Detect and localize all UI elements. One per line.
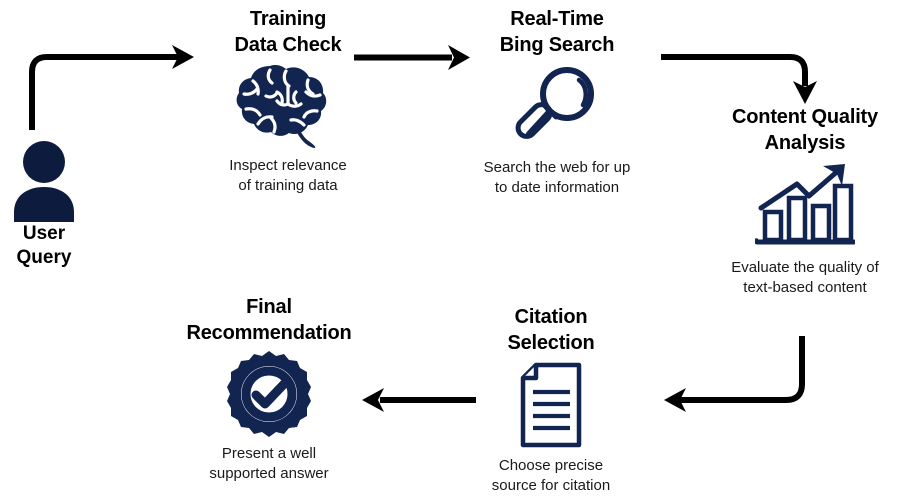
elbow-arrow-right-down-icon <box>661 54 817 104</box>
citation-selection-caption: Choose precise source for citation <box>491 457 611 494</box>
real-time-bing-search-caption: Search the web for up to date informatio… <box>483 159 631 196</box>
connector-citation-to-final <box>358 382 483 423</box>
node-citation-selection[interactable]: Citation Selection Choose precise source… <box>458 304 644 496</box>
node-user-query[interactable]: User Query <box>0 140 88 270</box>
training-data-check-caption: Inspect relevance of training data <box>229 157 347 194</box>
node-content-quality-analysis[interactable]: Content Quality Analysis Evaluate the qu… <box>710 104 900 298</box>
user-icon <box>14 141 74 222</box>
final-recommendation-title: Final Recommendation <box>186 296 352 344</box>
document-icon <box>520 362 582 448</box>
magnifier-icon <box>515 67 594 139</box>
final-recommendation-caption: Present a well supported answer <box>209 445 329 482</box>
straight-arrow-left-icon <box>362 388 476 412</box>
elbow-arrow-down-left-icon <box>664 336 805 412</box>
content-quality-analysis-caption: Evaluate the quality of text-based conte… <box>731 259 879 296</box>
brain-icon <box>236 65 327 148</box>
user-query-label: User Query <box>16 223 72 268</box>
connector-user-to-training <box>18 26 208 141</box>
straight-arrow-right-icon <box>354 45 470 70</box>
connector-search-to-quality <box>655 38 830 118</box>
training-data-check-title: Training Data Check <box>234 8 342 56</box>
verified-badge-icon <box>227 351 311 437</box>
content-quality-analysis-title: Content Quality Analysis <box>732 106 878 154</box>
citation-selection-title: Citation Selection <box>507 306 595 354</box>
node-training-data-check[interactable]: Training Data Check <box>190 6 386 196</box>
node-final-recommendation[interactable]: Final Recommendation Present a well supp… <box>155 294 383 484</box>
real-time-bing-search-title: Real-Time Bing Search <box>499 8 615 56</box>
bar-chart-growth-icon <box>755 164 855 245</box>
elbow-arrow-up-right-icon <box>29 45 194 130</box>
connector-training-to-search <box>350 40 475 81</box>
connector-quality-to-citation <box>650 328 830 438</box>
node-real-time-bing-search[interactable]: Real-Time Bing Search Search the web for… <box>460 6 654 198</box>
